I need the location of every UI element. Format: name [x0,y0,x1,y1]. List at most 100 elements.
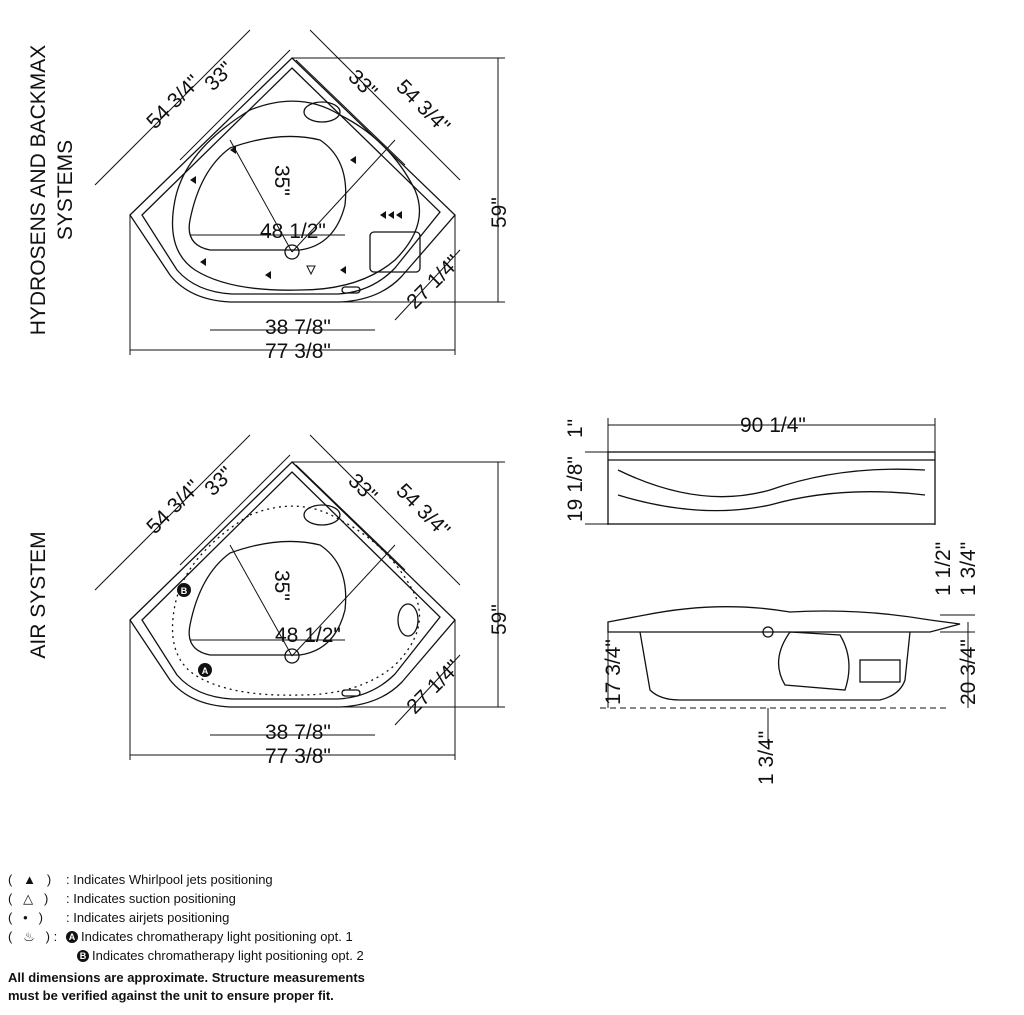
legend-row-suction: ( △ ) : Indicates suction positioning [8,891,236,906]
air-dim-label-33-right: 33" [343,469,381,507]
legend-row-chroma-b: B Indicates chromatherapy light position… [8,946,364,965]
side-dim-label-20: 20 3/4" [957,639,980,705]
air-dim-label-38: 38 7/8" [265,721,331,744]
dot-icon: • [23,910,28,925]
dim-line-35 [229,139,293,253]
overflow-icon [341,286,361,294]
whirlpool-jet-icon [388,211,394,219]
dim-line-27 [394,249,461,321]
air-tub-floor [188,540,347,656]
whirlpool-jet-icon [350,156,356,164]
front-dim-label-19: 19 1/8" [564,456,587,522]
air-headrest-right [397,603,419,637]
air-dim-line-35 [229,544,293,657]
dim-label-48: 48 1/2" [260,220,326,243]
air-side-label: AIR SYSTEM [27,531,50,658]
hydrosens-side-label-2: SYSTEMS [54,140,77,240]
front-dim-label-90: 90 1/4" [740,414,806,437]
side-dim-label-1-half: 1 1/2" [932,542,955,596]
air-dim-label-59: 59" [488,604,511,635]
air-tub-outline [129,461,456,708]
whirlpool-jet-icon [380,211,386,219]
side-tub-inner [778,631,850,691]
dim-line-33-left [179,49,291,161]
legend-row-whirlpool: ( ▲ ) : Indicates Whirlpool jets positio… [8,872,273,887]
dim-label-35: 35" [270,165,293,196]
air-headrest [303,504,341,526]
side-dim-label-17: 17 3/4" [602,639,625,705]
front-wave-line [617,468,926,498]
legend-text-whirlpool: : Indicates Whirlpool jets positioning [66,872,273,887]
air-dim-label-27: 27 1/4" [402,656,465,719]
triangle-filled-icon: ▲ [23,872,37,887]
badge-a-icon: A [66,930,78,943]
air-dim-label-35: 35" [270,570,293,601]
air-dim-label-54-right: 54 3/4" [391,479,454,542]
air-dim-line-27 [394,654,461,726]
air-tub-rim-inner [141,471,441,700]
air-dim-label-54-left: 54 3/4" [142,476,205,539]
tub-rim-inner [141,67,441,295]
legend-row-airjets: ( • ) : Indicates airjets positioning [8,910,230,925]
front-dim-label-1: 1" [564,419,587,438]
dim-label-38: 38 7/8" [265,316,331,339]
drain-icon [284,244,300,260]
air-dim-line-54-left [94,434,251,591]
dim-label-33-right: 33" [343,65,381,103]
whirlpool-jet-icon [190,176,196,184]
air-dim-line-33-right [295,464,406,571]
chromatherapy-a-badge [198,663,212,677]
side-tub-deck [607,606,961,633]
headrest-left [303,101,341,123]
legend: ( ▲ ) : Indicates Whirlpool jets positio… [8,870,364,965]
air-drain-icon [284,648,300,664]
dim-label-54-right: 54 3/4" [391,75,454,138]
tub-outline [129,57,456,303]
front-elevation-view: 90 1/4" 1" 19 1/8" [564,414,936,525]
air-dim-line-54-right [309,434,461,586]
air-dim-label-48: 48 1/2" [275,624,341,647]
dim-line-54-right [309,29,461,181]
whirlpool-jet-icon [230,146,236,154]
badge-b-icon: B [77,949,89,962]
dim-label-27: 27 1/4" [402,251,465,314]
legend-text-airjets: : Indicates airjets positioning [66,910,230,925]
air-overflow-icon [341,689,361,697]
side-dim-label-1-3-4-top: 1 3/4" [957,542,980,596]
tub-basin [171,100,421,291]
side-dim-label-1-3-4-bottom: 1 3/4" [755,731,778,785]
tub-floor [188,135,347,251]
side-elevation-view: 1 1/2" 1 3/4" 17 3/4" 20 3/4" 1 3/4" [600,542,980,785]
whirlpool-jet-icon [200,258,206,266]
badge-b-text: B [181,586,188,596]
legend-text-chroma-b: Indicates chromatherapy light positionin… [92,948,364,963]
whirlpool-jet-icon [396,211,402,219]
legend-text-suction: : Indicates suction positioning [66,891,236,906]
front-tub-body [607,451,936,525]
light-icon: ♨ [23,929,35,944]
whirlpool-jet-icon [265,271,271,279]
chromatherapy-b-badge [177,583,191,597]
badge-a-text: A [202,666,209,676]
side-drain-icon [762,626,774,638]
side-tub-body [639,631,911,701]
air-dim-label-77: 77 3/8" [265,745,331,768]
hydrosens-side-label-1: HYDROSENS AND BACKMAX [27,45,50,336]
triangle-outline-icon: △ [23,891,34,906]
disclaimer-note: All dimensions are approximate. Structur… [8,970,365,1003]
dim-label-77: 77 3/8" [265,340,331,363]
legend-row-chroma-a: ( ♨ ) : A Indicates chromatherapy light … [8,929,353,944]
suction-icon [306,265,316,276]
air-system-top-view: AIR SYSTEM B A 54 3/4" 33" 33" 54 3/4" 3… [27,434,511,768]
dim-label-59: 59" [488,197,511,228]
side-pump-unit [859,659,901,683]
dim-label-54-left: 54 3/4" [142,71,205,134]
dim-line-diag [291,139,396,253]
legend-text-chroma-a: Indicates chromatherapy light positionin… [81,929,353,944]
dim-line-33-right [295,59,406,166]
whirlpool-jet-icon [340,266,346,274]
dim-line-54-left [94,29,251,186]
air-dim-label-33-left: 33" [200,462,238,500]
pump-unit [369,231,421,273]
